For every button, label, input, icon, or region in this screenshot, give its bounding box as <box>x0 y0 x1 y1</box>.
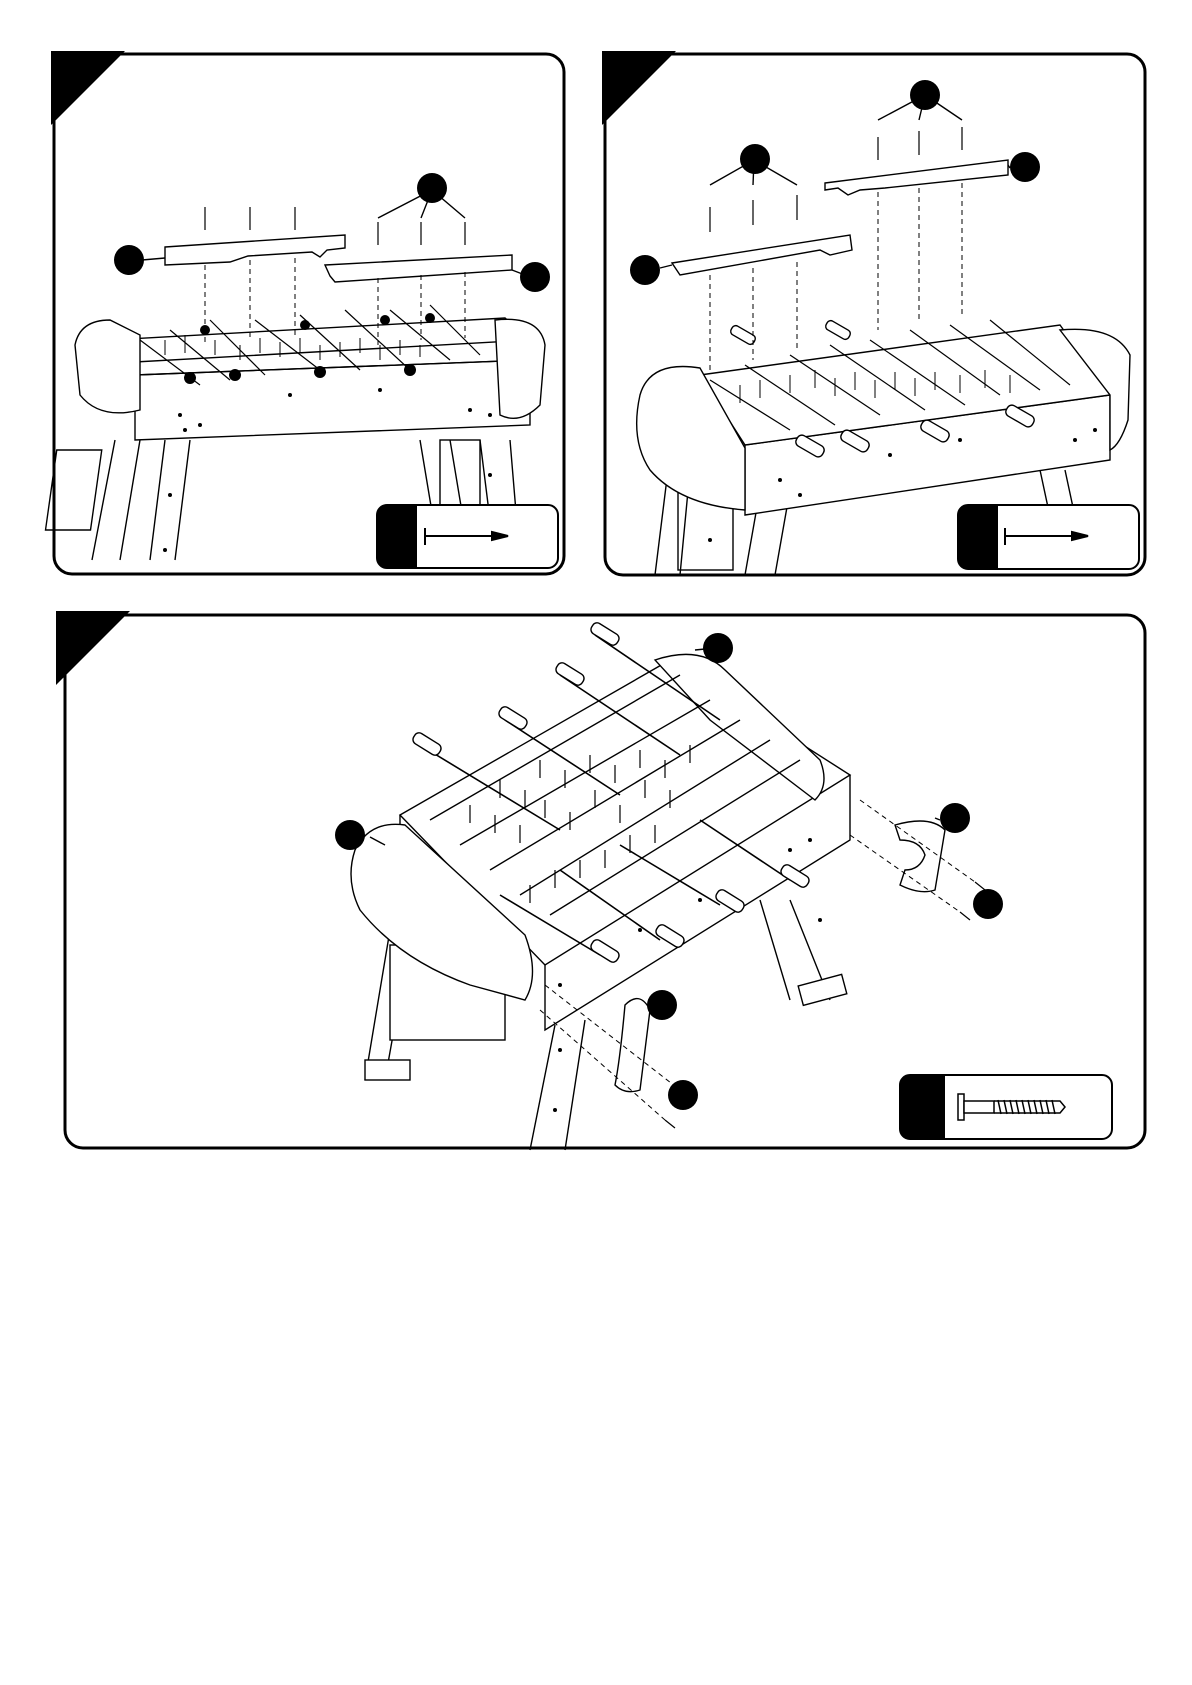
part-callout <box>668 1080 698 1110</box>
step-3-corner-marker <box>56 611 130 685</box>
step-2-callouts <box>630 80 1040 285</box>
step-3-callouts <box>335 633 1003 1110</box>
screw-icon <box>958 1094 1065 1120</box>
step-2-corner-marker <box>602 51 676 125</box>
step-1-corner-marker <box>51 51 125 125</box>
part-callout <box>114 245 144 275</box>
step-1-hardware-box <box>377 505 558 568</box>
step-1-callouts <box>114 173 550 292</box>
part-callout <box>1010 152 1040 182</box>
step-3-illustration <box>351 621 985 1150</box>
step-3-frame <box>56 611 1145 1148</box>
part-callout <box>973 889 1003 919</box>
part-callout <box>910 80 940 110</box>
step-2-hardware-box <box>958 505 1139 569</box>
nail-icon <box>425 528 508 545</box>
part-callout <box>417 173 447 203</box>
step-1-illustration <box>46 190 545 560</box>
nail-icon <box>1005 528 1088 545</box>
part-callout <box>630 255 660 285</box>
step-2-frame <box>602 51 1145 575</box>
part-callout <box>647 990 677 1020</box>
step-1-frame <box>51 51 564 574</box>
step-2-illustration <box>637 95 1130 575</box>
part-callout <box>335 820 365 850</box>
part-callout <box>740 144 770 174</box>
part-callout <box>940 803 970 833</box>
part-callout <box>703 633 733 663</box>
step-3-hardware-box <box>900 1075 1112 1139</box>
part-callout <box>520 262 550 292</box>
